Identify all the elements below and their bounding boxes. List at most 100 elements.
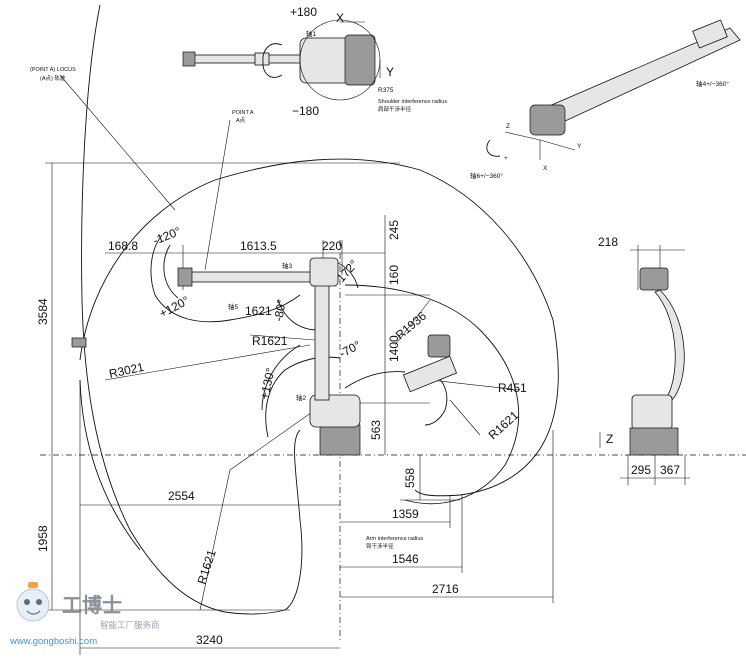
dim-1400: 1400: [387, 335, 401, 362]
locus-note-cn: (A点) 轨迹: [40, 74, 66, 82]
robot-folded-wrist: [402, 355, 458, 393]
outer-locus-arc: [81, 4, 303, 615]
dim-1621-top: 1621: [245, 304, 272, 318]
dim-218: 218: [598, 235, 618, 249]
mascot-icon: [16, 582, 50, 622]
dim-220: 220: [322, 239, 342, 253]
point-a-cn: A点: [236, 117, 246, 124]
leader-r451: [429, 379, 521, 391]
radius-r1621-a: R1621: [252, 334, 288, 348]
angle-pos130: +130°: [257, 366, 277, 400]
dim-245: 245: [387, 220, 401, 240]
side-top-head: [639, 267, 669, 291]
leader-point-a: [204, 119, 231, 271]
top-x-label: X: [336, 11, 344, 25]
side-arm: [654, 289, 685, 401]
locus-note-en: (POINT A) LOCUS: [30, 67, 76, 73]
shoulder-note-en: Shoulder interference radius: [378, 99, 447, 105]
dim-3240: 3240: [196, 633, 223, 647]
leader-r1621-right: [449, 399, 481, 436]
robot-base: [319, 424, 361, 456]
iso-y-axis: [539, 139, 576, 151]
side-z-label: Z: [606, 432, 613, 446]
dim-1958: 1958: [36, 525, 50, 552]
shoulder-note-cn: 肩部干涉半径: [378, 105, 412, 113]
axis-3-label: 轴3: [282, 261, 293, 270]
dim-168-8: 168.8: [108, 239, 138, 253]
brand-tagline: 智能工厂服务商: [100, 620, 160, 630]
axis-2-label: 轴2: [296, 393, 307, 402]
iso-rotation-arc: [486, 139, 501, 157]
r451-arc: [424, 369, 448, 426]
iso-wrist-body: [529, 104, 566, 136]
axis-labels: 轴1 轴2 轴3 轴5 X Y X Y Z + Z: [228, 11, 613, 446]
arm-note-cn: 臂干涉半径: [366, 542, 394, 550]
main-robot: [71, 257, 458, 456]
dimension-lines: [40, 74, 746, 655]
iso-z-label: Z: [506, 123, 510, 130]
left-lower-curve: [79, 379, 141, 551]
dim-558: 558: [403, 468, 417, 488]
dim-367: 367: [660, 463, 680, 477]
wrist-arc: [163, 244, 179, 299]
iso-flange: [692, 19, 728, 49]
leader-locus: [59, 74, 176, 211]
r3021-arc: [79, 158, 559, 441]
top-rotation-arc-upper: [262, 43, 283, 63]
iso-wrist-view: [486, 19, 741, 160]
top-view-robot: [182, 19, 381, 101]
leader-r1621-lower-b: [229, 409, 316, 471]
leader-r1936: [394, 299, 431, 346]
inner-envelope-arc: [150, 234, 301, 323]
dim-1546: 1546: [392, 552, 419, 566]
robot-elbow: [309, 257, 339, 287]
brand-name: 工博士: [62, 593, 122, 617]
leader-r3021: [104, 344, 311, 381]
angle-labels: -120° +120° 172° -80° -70° +130° +180 −1…: [151, 5, 729, 401]
side-turret: [631, 394, 673, 431]
side-view-robot: [599, 267, 685, 456]
dim-2716: 2716: [432, 582, 459, 596]
angle-minus180: −180: [292, 104, 319, 118]
r1936-arc: [344, 284, 520, 505]
dim-160: 160: [387, 265, 401, 285]
iso-x-label: X: [543, 165, 548, 172]
angle-pos120: +120°: [157, 293, 192, 320]
arm-note-en: Arm interference radius: [366, 536, 423, 542]
radius-r3021: R3021: [108, 360, 146, 381]
watermark-logo: 工博士 智能工厂服务商 www.gongboshi.com: [9, 582, 160, 647]
top-arm-tube: [189, 54, 301, 64]
top-motor: [344, 34, 376, 86]
robot-upper-arm: [184, 271, 331, 283]
iso-z-axis: [504, 131, 541, 141]
robot-wrist: [177, 267, 193, 287]
top-arm-joint: [254, 52, 270, 66]
dim-2554: 2554: [168, 489, 195, 503]
axis-1-label: 轴1: [306, 29, 317, 38]
radius-r1936: R1936: [393, 309, 429, 343]
dimension-labels: 168.8 1613.5 220 245 160 1400 563 558 35…: [36, 220, 680, 647]
top-y-label: Y: [386, 65, 394, 79]
radius-r1621-c: R1621: [195, 548, 219, 586]
dim-3584: 3584: [36, 298, 50, 325]
dim-563: 563: [369, 420, 383, 440]
angle-neg70: -70°: [337, 338, 363, 361]
top-rotation-arc-lower: [262, 61, 283, 78]
neg80-arc: [277, 299, 319, 331]
radius-r375: R375: [378, 87, 394, 94]
angle-neg120: -120°: [151, 224, 183, 248]
angle-axis4: 轴4+/−360°: [696, 79, 729, 88]
iso-y-label: Y: [577, 143, 582, 150]
leader-r1621: [249, 334, 316, 341]
dim-1613-5: 1613.5: [240, 239, 277, 253]
axis-5-label: 轴5: [228, 302, 239, 311]
pos130-arc: [261, 344, 301, 411]
left-tool-part: [71, 337, 87, 348]
side-base: [629, 427, 679, 456]
top-wrist: [182, 51, 196, 67]
robot-turret: [309, 394, 361, 428]
outer-right-arc: [414, 439, 546, 497]
angle-axis6: 轴6+/−360°: [470, 171, 503, 180]
robot-folded-head: [427, 334, 451, 358]
